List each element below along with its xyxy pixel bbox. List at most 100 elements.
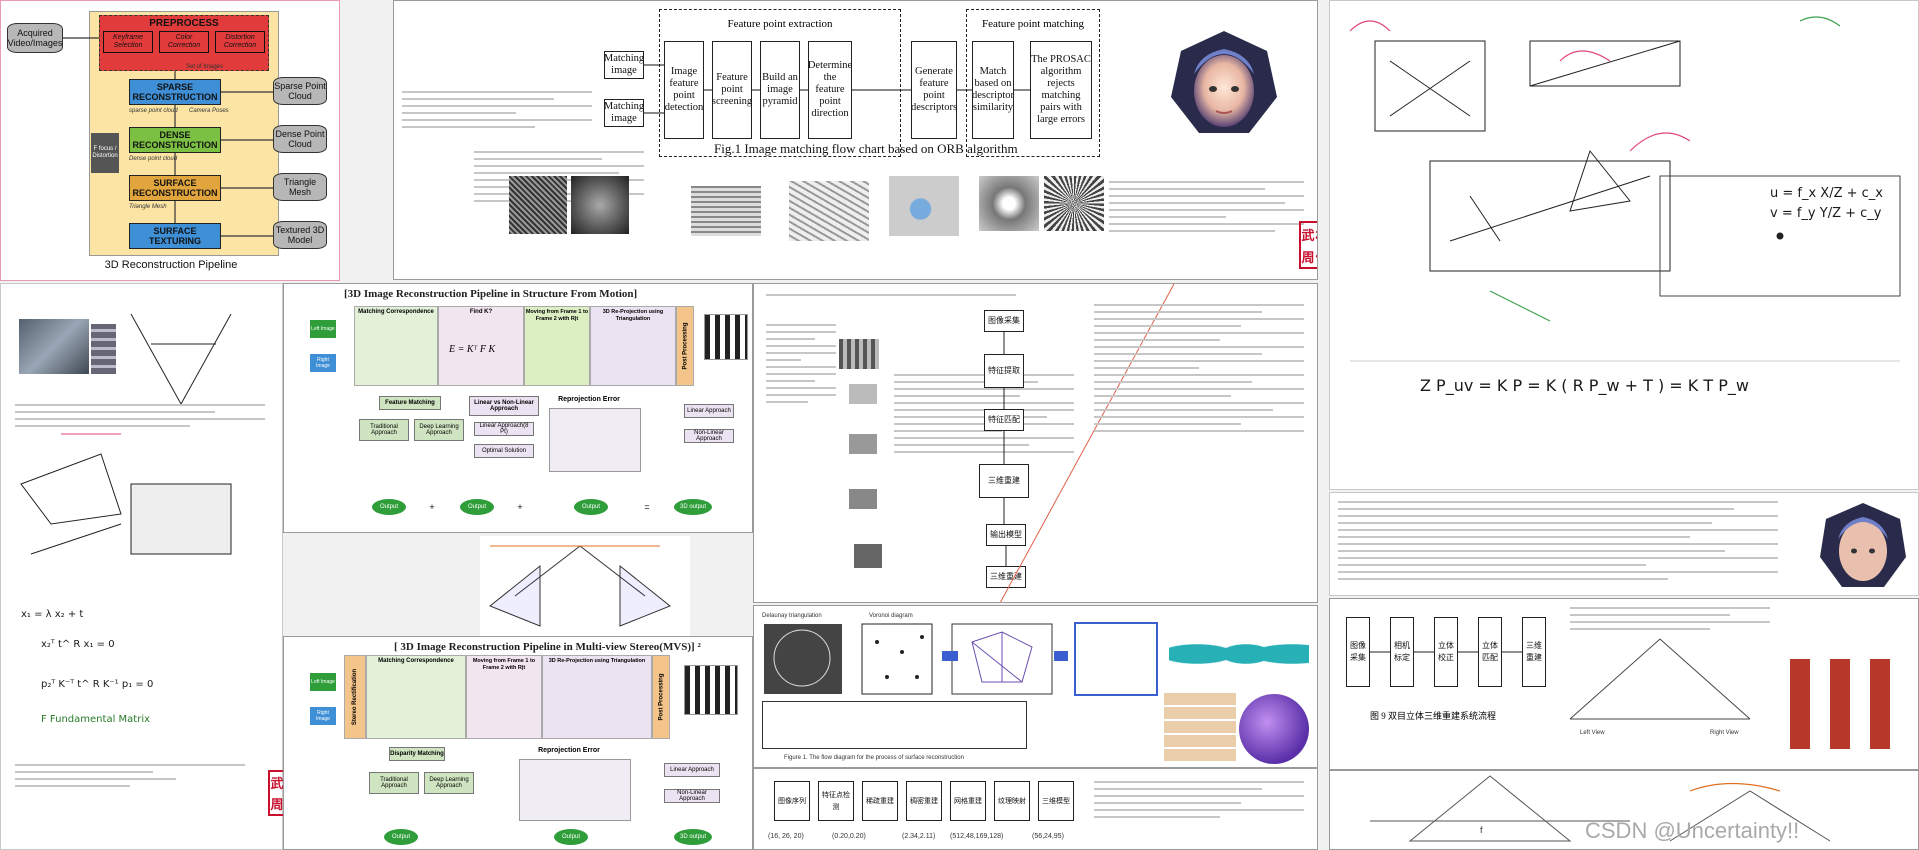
mvs-stage-matching: Matching Correspondence — [366, 655, 466, 739]
chain-2: 特征点检测 — [818, 781, 854, 821]
orb-right-text — [1109, 181, 1304, 237]
avatar-portrait-2 — [1820, 503, 1906, 587]
sfm-output-1: Output — [372, 499, 406, 515]
orb-thumb-2 — [571, 176, 629, 234]
surface-box-3 — [1074, 622, 1158, 696]
side-label: F focus / Distortion — [91, 133, 119, 173]
mvs-title: [ 3D Image Reconstruction Pipeline in Mu… — [394, 641, 701, 653]
left-notes-math-2: x₂ᵀ t^ R x₁ = 0 — [41, 639, 115, 650]
middle-flowchart-panel: 图像采集 特征提取 特征匹配 三维重建 输出模型 三维重建 — [753, 283, 1318, 603]
orb-thumb-3 — [691, 186, 761, 236]
avatar-portrait — [1171, 31, 1277, 133]
chain-value-1: (16, 26, 20) — [768, 833, 804, 840]
sfm-linear: Linear vs Non-Linear Approach — [469, 396, 539, 416]
chain-3: 稀疏重建 — [862, 781, 898, 821]
middle-notes-3 — [1094, 304, 1304, 437]
references-panel — [1329, 492, 1919, 596]
orb-arrows — [644, 64, 1030, 114]
orb-step-prosac: The PROSAC algorithm rejects matching pa… — [1030, 41, 1092, 139]
eq-projection: Z P_uv = K P = K ( R P_w + T ) = K T P_w — [1420, 376, 1749, 395]
chain-notes — [1094, 781, 1304, 823]
stereo-step-4: 立体匹配 — [1478, 617, 1502, 687]
middle-step-5: 输出模型 — [986, 524, 1026, 546]
mvs-pipeline-panel: [ 3D Image Reconstruction Pipeline in Mu… — [283, 636, 753, 850]
preprocess-title: PREPROCESS — [149, 18, 219, 29]
value-chain-panel: 图像序列 特征点检测 稀疏重建 稠密重建 网格重建 纹理映射 三维模型 (16,… — [753, 768, 1318, 850]
middle-step-1: 图像采集 — [984, 310, 1024, 332]
middle-header-text — [766, 294, 1016, 301]
sfm-equation: E = Kᵀ F K — [449, 344, 496, 355]
sfm-plus-1: + — [429, 502, 435, 512]
mvs-linear-approach: Linear Approach — [664, 763, 720, 777]
sfm-nonlinear: Non-Linear Approach — [684, 429, 734, 443]
left-notes-text-2 — [15, 764, 245, 792]
references-text — [1338, 501, 1778, 585]
sfm-stage-moving: Moving from Frame 1 to Frame 2 with R|t — [524, 306, 590, 386]
left-notes-thumbs — [91, 324, 116, 374]
orb-thumb-5 — [889, 176, 959, 236]
surface-figure-caption: Figure 1. The flow diagram for the proce… — [784, 755, 964, 761]
sfm-stage-findk: Find K? — [438, 306, 524, 386]
surface-flow-diagram — [762, 701, 1027, 749]
sfm-linear-8: Linear Approach(8 Pt) — [474, 422, 534, 436]
output-dense: Dense Point Cloud — [273, 125, 327, 153]
mvs-disparity: Disparity Matching — [389, 747, 445, 761]
output-sparse: Sparse Point Cloud — [273, 77, 327, 105]
mvs-reproj-diagram — [519, 759, 631, 821]
chain-value-4: (512,48,169,128) — [950, 833, 1004, 840]
dense-cloud-label: Dense point cloud — [129, 156, 178, 162]
mvs-traditional: Traditional Approach — [369, 772, 419, 794]
middle-step-2: 特征提取 — [984, 354, 1024, 388]
orb-thumb-1 — [509, 176, 567, 234]
stereo-notes — [1570, 607, 1770, 635]
stereo-photos — [1790, 659, 1910, 749]
middle-notes-1 — [766, 324, 836, 408]
sfm-stage-post: Post Processing — [676, 306, 694, 386]
left-notes-panel: x₁ = λ x₂ + t x₂ᵀ t^ R x₁ = 0 p₂ᵀ K⁻ᵀ t^… — [0, 283, 283, 850]
chain-1: 图像序列 — [774, 781, 810, 821]
left-notes-photo — [19, 319, 89, 374]
stereo-left-view: Left View — [1580, 730, 1605, 736]
epipolar-lines — [489, 545, 671, 627]
mvs-stage-moving: Moving from Frame 1 to Frame 2 with R|t — [466, 655, 542, 739]
surface-block: SURFACE RECONSTRUCTION — [129, 175, 221, 201]
orb-thumb-7 — [1044, 176, 1104, 231]
dense-block: DENSE RECONSTRUCTION — [129, 127, 221, 153]
stereo-arrows — [1370, 638, 1751, 720]
sfm-reproj-diagram — [549, 408, 641, 472]
camera-model-notes-panel: u = f_x X/Z + c_x v = f_y Y/Z + c_y Z P_… — [1329, 0, 1919, 490]
sfm-linear-approach: Linear Approach — [684, 404, 734, 418]
triangle-mesh-label: Triangle Mesh — [129, 204, 167, 210]
sfm-output-3: Output — [574, 499, 608, 515]
mvs-output-3d: 3D output — [674, 829, 712, 845]
stereo-step-5: 三维重建 — [1522, 617, 1546, 687]
sfm-plus-2: + — [517, 502, 523, 512]
stereo-step-3: 立体校正 — [1434, 617, 1458, 687]
chain-6: 纹理映射 — [994, 781, 1030, 821]
sparse-block: SPARSE RECONSTRUCTION — [129, 79, 221, 105]
orb-step-match: Match based on descriptor similarity — [972, 41, 1014, 139]
orb-matching-panel: Feature point extraction Feature point m… — [393, 0, 1318, 280]
triangulation-f-label: f — [1480, 825, 1483, 835]
keyframe-box: Keyframe Selection — [103, 31, 153, 53]
reconstruction-pipeline-panel: Acquired Video/Images PREPROCESS Keyfram… — [0, 0, 340, 281]
eq-u: u = f_x X/Z + c_x — [1770, 186, 1883, 201]
orb-input-2: Matching image — [604, 99, 644, 127]
left-notes-math-1: x₁ = λ x₂ + t — [21, 609, 84, 620]
texturing-block: SURFACE TEXTURING — [129, 223, 221, 249]
mvs-output-1: Output — [384, 829, 418, 845]
triangulation-lines — [1370, 775, 1831, 842]
sfm-output-views — [704, 314, 748, 360]
arrow-blue-2 — [1054, 651, 1068, 661]
orb-input-1: Matching image — [604, 51, 644, 79]
stereo-step-2: 相机标定 — [1390, 617, 1414, 687]
sfm-optimal: Optimal Solution — [474, 444, 534, 458]
group-extraction: Feature point extraction — [659, 9, 901, 157]
sfm-output-3d: 3D output — [674, 499, 712, 515]
sfm-traditional: Traditional Approach — [359, 419, 409, 441]
mvs-stage-stereo: Stereo Rectification — [344, 655, 366, 739]
sfm-pipeline-panel: [3D Image Reconstruction Pipeline in Str… — [283, 283, 753, 533]
mvs-stage-post: Post Processing — [652, 655, 670, 739]
mvs-nonlinear: Non-Linear Approach — [664, 789, 720, 803]
stereo-right-view: Right View — [1710, 730, 1739, 736]
